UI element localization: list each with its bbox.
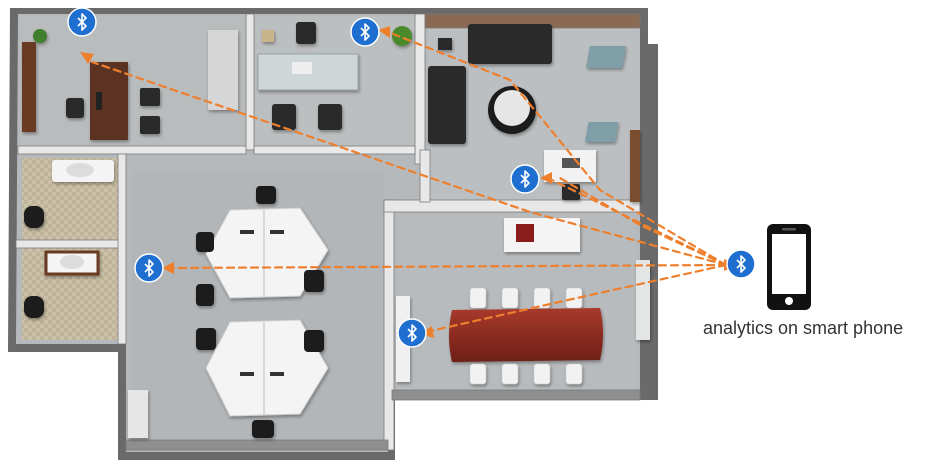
bluetooth-icon <box>407 324 417 342</box>
side-table <box>438 38 452 50</box>
bluetooth-beacons <box>67 7 756 348</box>
chair <box>296 22 316 44</box>
visitor-chair <box>140 88 160 106</box>
sofa <box>468 24 552 64</box>
visitor-chair <box>140 116 160 134</box>
bluetooth-icon <box>736 255 746 273</box>
signal-arrowheads <box>80 26 738 338</box>
window <box>636 260 650 340</box>
window <box>586 46 626 68</box>
arrowhead <box>540 172 552 184</box>
chair <box>256 186 276 204</box>
coffee-table-top <box>494 90 530 126</box>
beacon-meeting-room-top[interactable] <box>350 17 380 47</box>
chair <box>196 284 214 306</box>
conference-room-furniture <box>396 218 650 385</box>
sink <box>60 255 84 269</box>
chair <box>318 104 342 130</box>
door <box>630 130 640 202</box>
chair <box>196 328 216 350</box>
chair <box>272 104 296 130</box>
open-workspace-furniture <box>128 186 329 438</box>
workstation-cluster <box>205 319 329 417</box>
sofa <box>428 66 466 144</box>
toilet <box>24 296 44 318</box>
conference-table <box>449 308 603 362</box>
desk-monitor <box>562 158 580 168</box>
bookshelf <box>22 42 36 132</box>
meeting-room-top-furniture <box>257 22 412 130</box>
cabinet <box>208 30 238 110</box>
beacon-open-workspace[interactable] <box>134 253 164 283</box>
toilet <box>24 206 44 228</box>
chair <box>304 270 324 292</box>
plant <box>392 26 412 46</box>
arrowhead <box>162 262 174 274</box>
beacon-lounge[interactable] <box>510 164 540 194</box>
restroom-furniture <box>24 160 114 318</box>
conference-chairs <box>469 287 583 385</box>
signal-line-conference <box>424 263 728 334</box>
workstation-cluster <box>205 207 329 299</box>
office-chair <box>66 98 84 118</box>
laptop <box>292 62 312 74</box>
side-box <box>262 30 274 42</box>
bluetooth-icon <box>520 170 530 188</box>
office-top-left-furniture <box>22 29 238 140</box>
signal-line-workspace <box>166 263 728 270</box>
window <box>584 122 619 142</box>
beacon-office-top-left[interactable] <box>67 7 97 37</box>
chair <box>252 420 274 438</box>
side-unit <box>128 390 148 438</box>
counter-chair <box>516 224 534 242</box>
signal-line-lounge <box>546 176 728 267</box>
sink <box>66 163 94 177</box>
signal-line-meeting-room-top <box>386 30 728 267</box>
arrowhead <box>378 26 390 38</box>
desk-monitor <box>96 92 102 110</box>
smartphone-icon[interactable] <box>767 224 811 310</box>
corridor-floor <box>128 150 428 172</box>
bluetooth-icon <box>77 13 87 31</box>
plant <box>33 29 47 43</box>
arrowhead <box>80 52 94 64</box>
beacon-conference-room[interactable] <box>397 318 427 348</box>
chair <box>196 232 214 252</box>
office-desk <box>90 62 128 140</box>
bluetooth-icon <box>144 259 154 277</box>
caption-analytics: analytics on smart phone <box>703 318 904 338</box>
chair <box>304 330 324 352</box>
signal-line-lounge-branch <box>558 176 728 267</box>
beacon-smartphone-receiver[interactable] <box>726 249 756 279</box>
bluetooth-icon <box>360 23 370 41</box>
signal-line-office-top-left <box>90 60 728 267</box>
signal-lines <box>90 30 728 334</box>
